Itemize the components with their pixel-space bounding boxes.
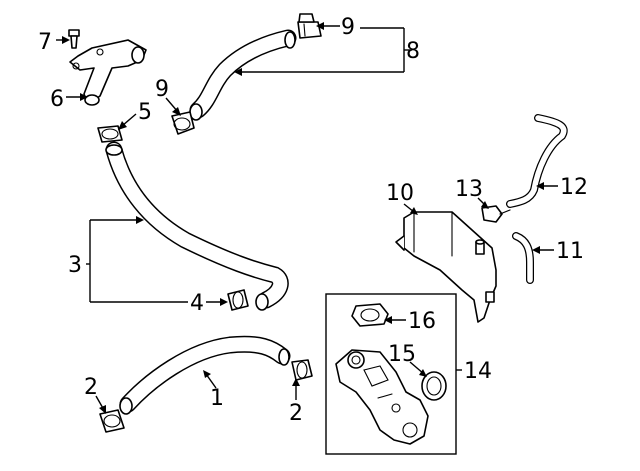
callout-12: 12 <box>560 175 588 200</box>
callout-9-left: 9 <box>155 77 169 102</box>
callout-4: 4 <box>190 291 204 316</box>
leader-lines <box>56 22 558 414</box>
callout-11: 11 <box>556 239 584 264</box>
gasket-16 <box>351 303 389 327</box>
hose-clamp-2-left <box>99 409 125 433</box>
upper-hose <box>189 29 297 121</box>
overflow-hose <box>506 114 568 208</box>
hose-clamp-upper-left <box>171 111 195 135</box>
short-hose <box>512 232 534 284</box>
bypass-hose <box>119 335 291 415</box>
hose-clamp-upper-right <box>297 13 322 39</box>
callout-16: 16 <box>408 309 436 334</box>
callout-5: 5 <box>138 100 152 125</box>
callout-10: 10 <box>386 181 414 206</box>
callout-9-top: 9 <box>341 15 355 40</box>
water-pump-assembly-box <box>325 293 457 455</box>
callout-2-left: 2 <box>84 375 98 400</box>
hose-clamp-5 <box>97 125 123 143</box>
hose-clamp-2-right <box>291 359 313 381</box>
callout-7: 7 <box>38 30 52 55</box>
coolant-reservoir <box>395 211 497 323</box>
callout-1: 1 <box>210 386 224 411</box>
callout-6: 6 <box>50 87 64 112</box>
callout-13: 13 <box>455 177 483 202</box>
bolt <box>68 29 80 49</box>
callout-labels: 9 8 7 6 5 9 3 4 1 2 2 10 13 12 11 16 15 … <box>38 15 588 426</box>
callout-15: 15 <box>388 342 416 367</box>
water-outlet-pipe <box>69 39 147 106</box>
callout-2-right: 2 <box>289 401 303 426</box>
o-ring-15 <box>421 371 447 401</box>
hose-connector <box>481 205 511 223</box>
callout-14: 14 <box>464 359 492 384</box>
water-pump <box>335 349 429 445</box>
hose-clamp-4 <box>227 289 249 311</box>
callout-3: 3 <box>68 253 82 278</box>
callout-8: 8 <box>406 39 420 64</box>
long-lower-hose <box>105 141 289 311</box>
